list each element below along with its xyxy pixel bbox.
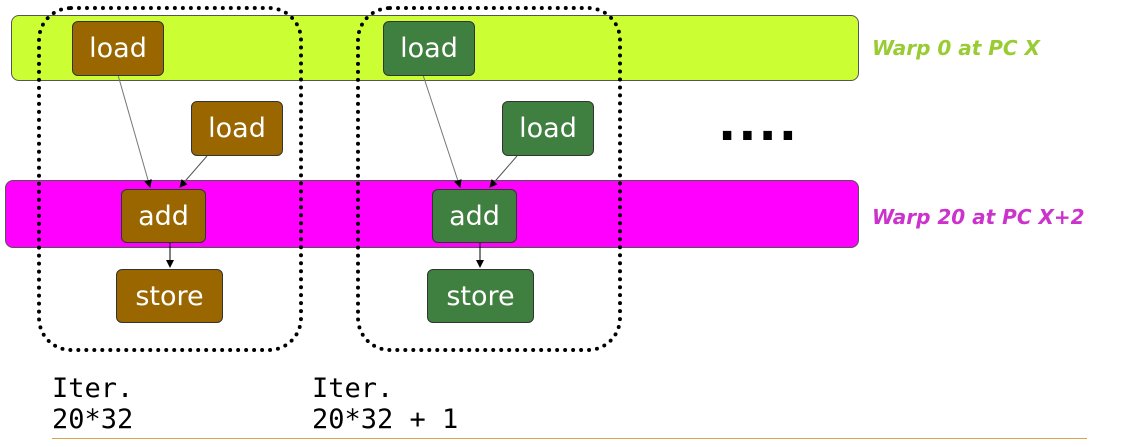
warp-20-label: Warp 20 at PC X+2 [872,205,1085,229]
iteration-caption-line: 20*32 [52,404,134,435]
load-node: load [502,101,594,156]
warp-0-label: Warp 0 at PC X [872,36,1040,60]
arrow-load1-to-add-2 [422,74,462,188]
store-node: store [427,269,534,323]
footer-rule [52,438,1087,439]
iteration-caption-line: Iter. [312,373,394,404]
arrow-load1-to-add-1 [117,74,152,188]
iteration-caption-2: Iter.20*32 + 1 [312,373,458,435]
load-node: load [191,101,283,156]
iteration-group-1 [37,6,303,352]
iteration-caption-line: Iter. [52,373,134,404]
iteration-group-2 [356,6,622,352]
load-node: load [383,21,475,76]
store-node: store [116,269,223,323]
load-node: load [72,21,164,76]
iteration-caption-line: 20*32 + 1 [312,404,459,435]
iteration-caption-1: Iter.20*32 [52,373,133,435]
ellipsis: .... [718,96,799,152]
arrow-load2-to-add-1 [179,155,208,188]
add-node: add [121,189,206,243]
add-node: add [432,189,517,243]
arrow-load2-to-add-2 [489,155,518,188]
